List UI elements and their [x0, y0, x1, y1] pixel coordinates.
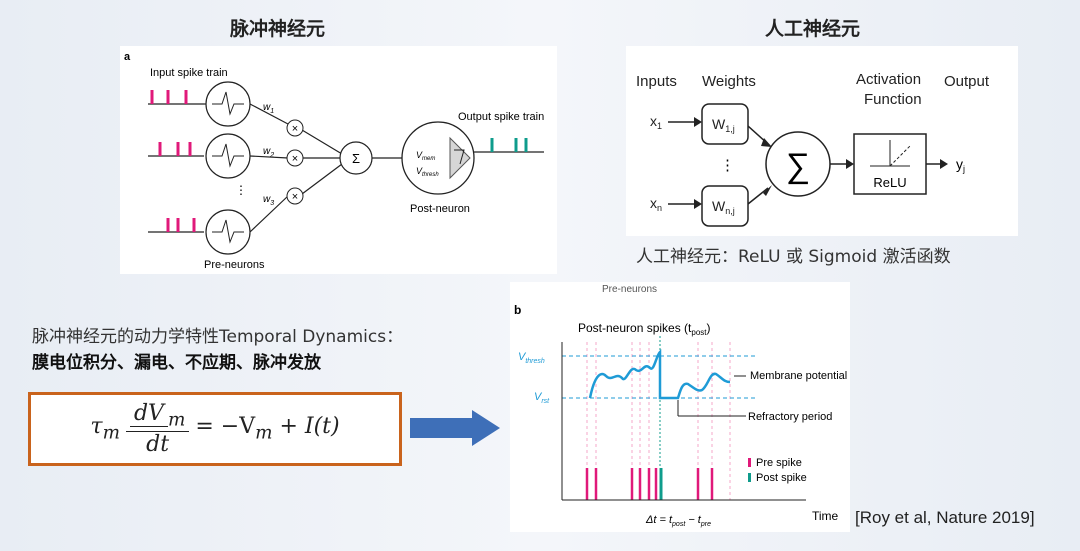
title-spiking-neuron: 脉冲神经元 [230, 18, 326, 40]
sum-symbol: Σ [352, 151, 360, 166]
membrane-potential-label: Membrane potential of post-neuron [750, 370, 850, 382]
time-axis-label: Time [812, 509, 839, 523]
relu-curve-icon [870, 140, 911, 167]
dynamics-line-2: 膜电位积分、漏电、不应期、脉冲发放 [32, 353, 321, 373]
eq-rhs: = −Vm + I(t) [195, 414, 340, 444]
delta-t-label: Δt = tpost − tpre [645, 514, 711, 528]
ann-weights-label: Weights [702, 73, 756, 90]
threshold-icon [449, 136, 471, 180]
weight-w1j-box [701, 103, 749, 145]
output-spikes [490, 138, 528, 152]
title-artificial-neuron: 人工神经元 [765, 18, 861, 40]
vthresh-label: Vthresh [416, 166, 439, 178]
relu-label: ReLU [873, 175, 906, 190]
post-spike-legend-label: Post spike [756, 472, 807, 484]
v-rst-label: Vrst [534, 391, 550, 405]
ann-function-label: Function [864, 91, 922, 108]
xn-label: xn [650, 195, 662, 213]
pre-spike-guides [586, 342, 731, 500]
pre-spike-legend-label: Pre spike [756, 457, 802, 469]
ann-sum-node [765, 131, 831, 197]
post-neuron [401, 121, 475, 195]
ann-activation-label: Activation [856, 71, 921, 88]
w1j-label: W1,j [712, 116, 735, 134]
panel-b-label: b [514, 303, 521, 317]
svg-text:×: × [292, 191, 298, 203]
svg-text:×: × [292, 153, 298, 165]
v-thresh-label: Vthresh [518, 351, 545, 365]
membrane-potential-panel: Pre-neurons b Post-neuron spikes (tpost)… [510, 282, 921, 532]
reference-citation: [Roy et al, Nature 2019] [855, 508, 1035, 527]
weight-w1-label: w1 [263, 102, 274, 115]
ann-sum-symbol: ∑ [786, 147, 810, 185]
panel-a-label: a [124, 51, 131, 63]
pre-neurons [205, 81, 251, 255]
input-spikes [150, 90, 196, 232]
post-neuron-label: Post-neuron [410, 203, 470, 215]
input-spike-train-label: Input spike train [150, 67, 228, 79]
svg-text:×: × [292, 123, 298, 135]
refractory-period-label: Refractory period [748, 411, 832, 423]
post-spike-legend-swatch [748, 473, 751, 482]
ann-caption: 人工神经元：ReLU 或 Sigmoid 激活函数 [636, 247, 951, 267]
ann-output-label: Output [944, 73, 990, 90]
neuron-wave-icons [212, 91, 244, 244]
ann-diagram-panel: Inputs Weights Activation Function Outpu… [626, 46, 1018, 236]
right-arrow-icon [410, 410, 500, 446]
pre-spikes [585, 468, 714, 500]
post-neuron-spikes-label: Post-neuron spikes (tpost) [578, 321, 711, 337]
panel-b-cut-label: Pre-neurons [602, 284, 657, 295]
vmem-label: Vmem [416, 150, 435, 162]
eq-tau: τm [90, 414, 120, 444]
pre-spike-legend-swatch [748, 458, 751, 467]
dynamics-line-1: 脉冲神经元的动力学特性Temporal Dynamics： [32, 327, 404, 347]
x1-label: x1 [650, 113, 662, 131]
yj-label: yj [956, 156, 965, 174]
wnj-label: Wn,j [712, 198, 735, 216]
weight-wnj-box [701, 185, 749, 227]
weight-w2-label: w2 [263, 146, 274, 159]
multiply-nodes [286, 119, 304, 205]
ann-dots: ⋮ [720, 157, 735, 174]
sum-node [339, 141, 373, 175]
ann-inputs-label: Inputs [636, 73, 677, 90]
pre-neurons-label: Pre-neurons [204, 259, 265, 271]
weight-w3-label: w3 [263, 194, 274, 207]
snn-diagram-panel: a Input spike train × × × [120, 46, 557, 274]
output-spike-train-label: Output spike train [458, 111, 544, 123]
membrane-potential-curve [588, 348, 731, 400]
svg-text:⋮: ⋮ [235, 183, 247, 197]
